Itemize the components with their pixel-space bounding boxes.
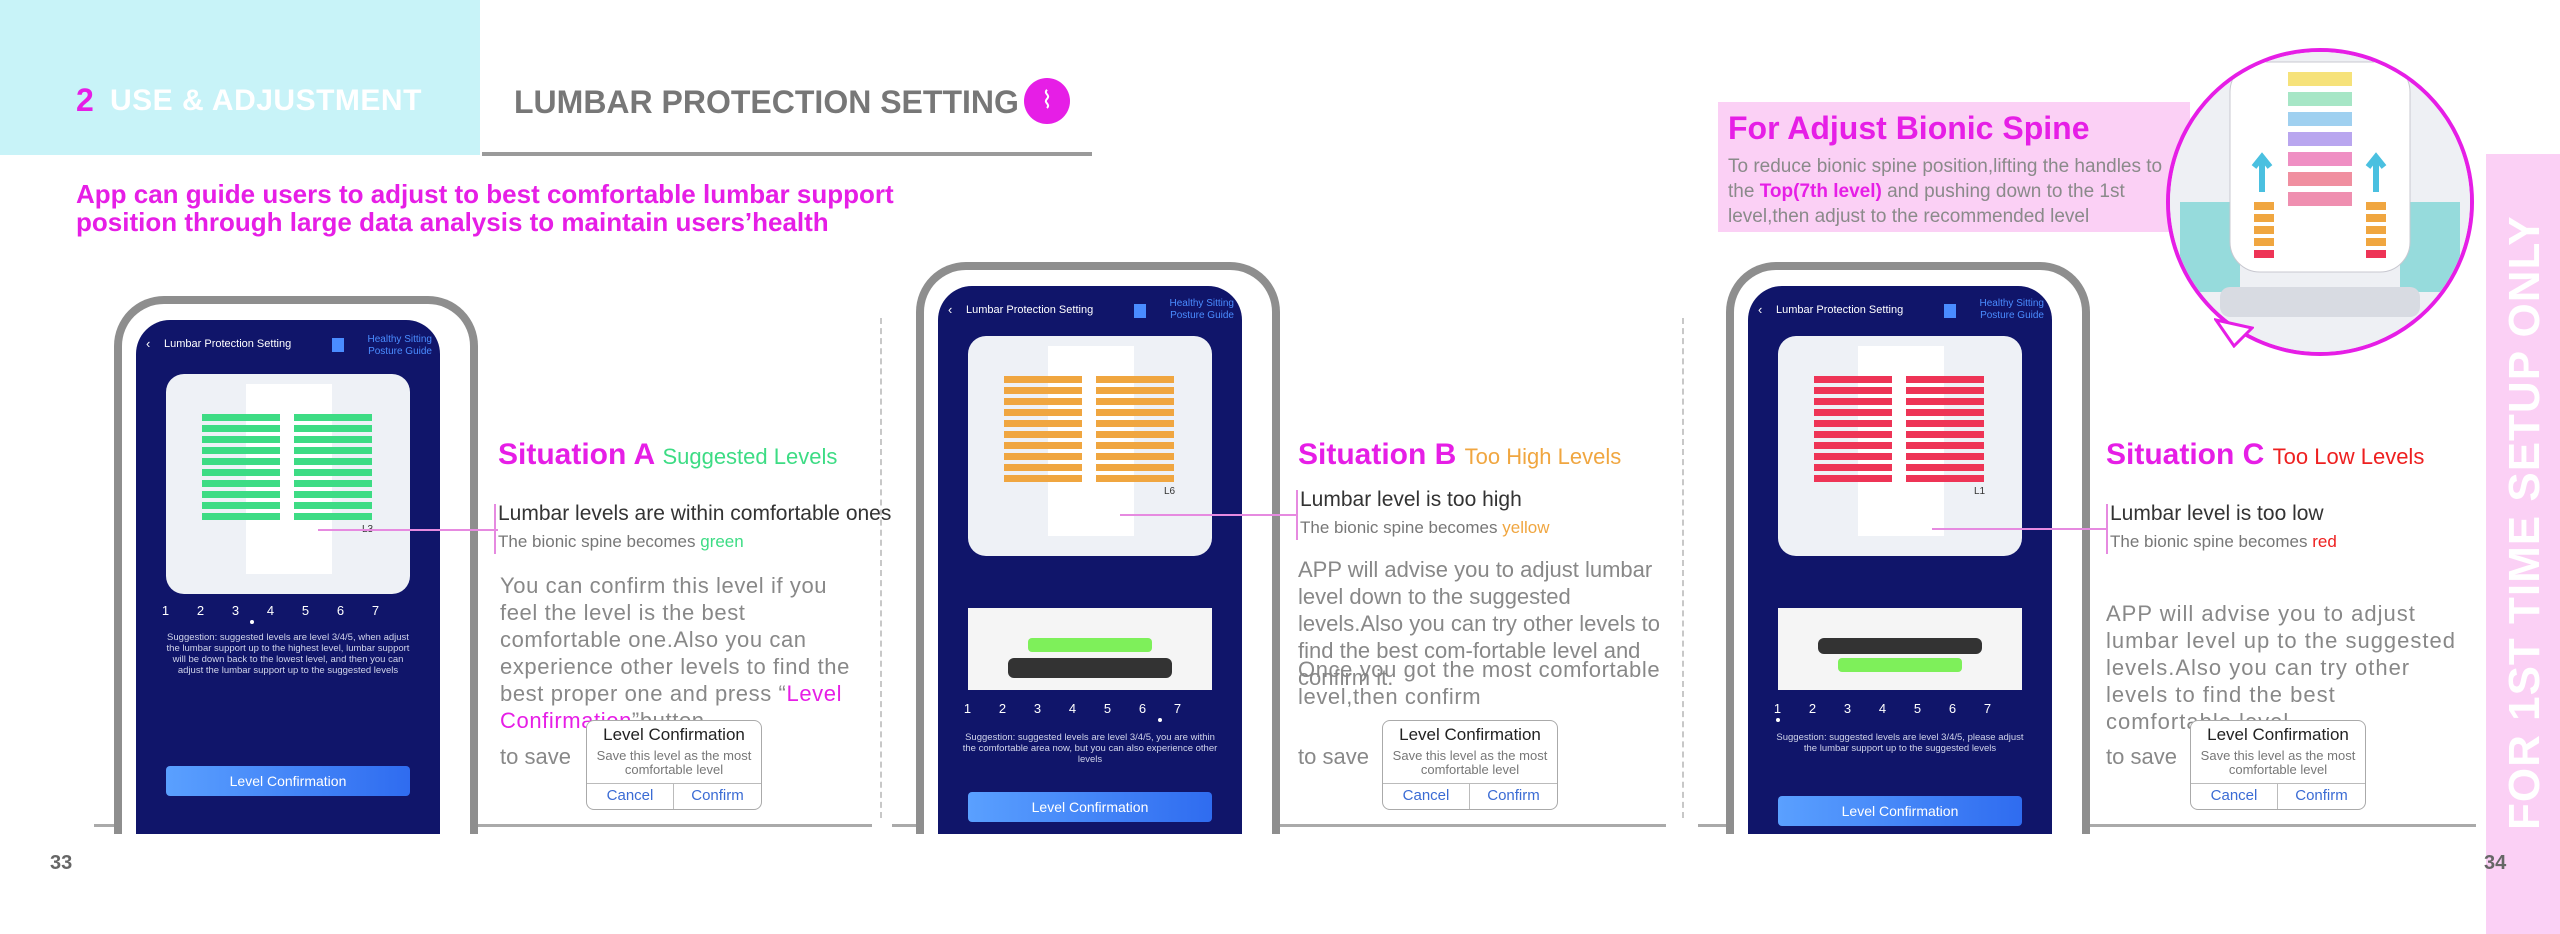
chair-image: L6 <box>968 336 1212 556</box>
confirmation-dialog: Level Confirmation Save this level as th… <box>1382 720 1558 810</box>
situation-a-title: Situation A Suggested Levels <box>498 438 838 471</box>
page-number-left: 33 <box>50 852 73 874</box>
to-save-label: to save <box>1298 744 1369 769</box>
situation-c-heading: Lumbar level is too low <box>2110 502 2324 525</box>
confirm-button[interactable]: Confirm <box>2295 787 2348 804</box>
suggestion-text: Suggestion: suggested levels are level 3… <box>962 732 1218 765</box>
callout-line <box>318 529 498 531</box>
level-tag: L6 <box>1164 486 1176 497</box>
handles-image <box>1778 608 2022 690</box>
header-underline <box>482 152 1092 156</box>
dialog-subtitle: Save this level as the most comfortable … <box>2200 748 2356 777</box>
bionic-text: To reduce bionic spine position,lifting … <box>1728 156 2163 227</box>
situation-b-body: APP will advise you to adjust lumbar lev… <box>1298 557 1660 690</box>
level-indicator <box>250 620 254 624</box>
back-icon[interactable]: ‹ <box>948 302 953 317</box>
level-confirmation-button[interactable]: Level Confirmation <box>968 792 1212 822</box>
section-title: USE & ADJUSTMENT <box>110 84 422 117</box>
intro-text: App can guide users to adjust to best co… <box>76 179 894 237</box>
bionic-spine-closeup-image <box>2166 48 2474 356</box>
dialog-title: Level Confirmation <box>2207 725 2349 744</box>
phone-screen: ‹ Lumbar Protection Setting Healthy Sitt… <box>136 320 440 834</box>
header-banner <box>0 0 480 155</box>
bionic-title: For Adjust Bionic Spine <box>1728 110 2090 146</box>
situation-a-line: The bionic spine becomes green <box>498 532 744 551</box>
page-title: LUMBAR PROTECTION SETTING <box>514 84 1019 120</box>
dialog-title: Level Confirmation <box>603 725 745 744</box>
level-tag: L1 <box>1974 486 1986 497</box>
to-save-label: to save <box>2106 744 2177 769</box>
cancel-button[interactable]: Cancel <box>1402 787 1450 804</box>
guide-icon[interactable] <box>332 338 344 352</box>
situation-c-title: Situation C Too Low Levels <box>2106 438 2425 471</box>
cancel-button[interactable]: Cancel <box>2210 787 2258 804</box>
handles-image <box>968 608 1212 690</box>
guide-icon[interactable] <box>1134 304 1146 318</box>
dialog-title: Level Confirmation <box>1399 725 1541 744</box>
back-icon[interactable]: ‹ <box>146 336 151 351</box>
to-save-label: to save <box>500 744 571 769</box>
situation-c-body: APP will advise you to adjust lumbar lev… <box>2106 601 2456 734</box>
level-confirmation-button[interactable]: Level Confirmation <box>166 766 410 796</box>
section-divider <box>880 318 882 818</box>
confirmation-dialog: Level Confirmation Save this level as th… <box>586 720 762 810</box>
situation-c-line: The bionic spine becomes red <box>2110 532 2337 551</box>
callout-tick <box>494 504 496 554</box>
phone-screen: ‹ Lumbar Protection Setting Healthy Sitt… <box>938 286 1242 834</box>
screen-title: Lumbar Protection Setting <box>1776 304 1904 316</box>
callout-line <box>1932 528 2108 530</box>
phone-a: ‹ Lumbar Protection Setting Healthy Sitt… <box>114 296 478 834</box>
back-icon[interactable]: ‹ <box>1758 302 1763 317</box>
page-number-right: 34 <box>2484 852 2507 874</box>
dialog-subtitle: Save this level as the most comfortable … <box>596 748 752 777</box>
callout-pointer <box>2212 317 2255 353</box>
situation-b-heading: Lumbar level is too high <box>1300 488 1522 511</box>
guide-icon[interactable] <box>1944 304 1956 318</box>
confirm-button[interactable]: Confirm <box>691 787 744 804</box>
situation-b-line: The bionic spine becomes yellow <box>1300 518 1550 537</box>
cancel-button[interactable]: Cancel <box>606 787 654 804</box>
bionic-box <box>1718 102 2190 232</box>
section-divider <box>1682 318 1684 818</box>
suggestion-text: Suggestion: suggested levels are level 3… <box>1776 732 2024 754</box>
chair-image: L3 <box>166 374 410 594</box>
situation-a-heading: Lumbar levels are within comfortable one… <box>498 502 892 525</box>
level-indicator <box>1158 718 1162 722</box>
phone-b: ‹ Lumbar Protection Setting Healthy Sitt… <box>916 262 1280 834</box>
callout-line <box>1120 514 1298 516</box>
side-strip <box>2486 154 2560 934</box>
level-confirmation-button[interactable]: Level Confirmation <box>1778 796 2022 826</box>
dialog-subtitle: Save this level as the most comfortable … <box>1392 748 1548 777</box>
side-label: FOR 1ST TIME SETUP ONLY <box>2500 215 2549 830</box>
spine-segments <box>2288 72 2352 206</box>
callout-tick <box>2106 504 2108 554</box>
confirmation-dialog: Level Confirmation Save this level as th… <box>2190 720 2366 810</box>
level-indicator <box>1776 718 1780 722</box>
callout-tick <box>1296 490 1298 540</box>
situation-b-title: Situation B Too High Levels <box>1298 438 1622 471</box>
phone-c: ‹ Lumbar Protection Setting Healthy Sitt… <box>1726 262 2090 834</box>
chair-image: L1 <box>1778 336 2022 556</box>
section-number: 2 <box>76 82 94 118</box>
situation-b-body-2: Once you got the most comfortable level,… <box>1298 657 1661 709</box>
suggestion-text: Suggestion: suggested levels are level 3… <box>166 632 410 676</box>
screen-title: Lumbar Protection Setting <box>164 338 292 350</box>
screen-title: Lumbar Protection Setting <box>966 304 1094 316</box>
phone-screen: ‹ Lumbar Protection Setting Healthy Sitt… <box>1748 286 2052 834</box>
situation-a-body: You can confirm this level if you feel t… <box>500 573 850 733</box>
confirm-button[interactable]: Confirm <box>1487 787 1540 804</box>
bottom-rule <box>94 824 872 827</box>
spine-icon: ⌇ <box>1024 78 1070 124</box>
